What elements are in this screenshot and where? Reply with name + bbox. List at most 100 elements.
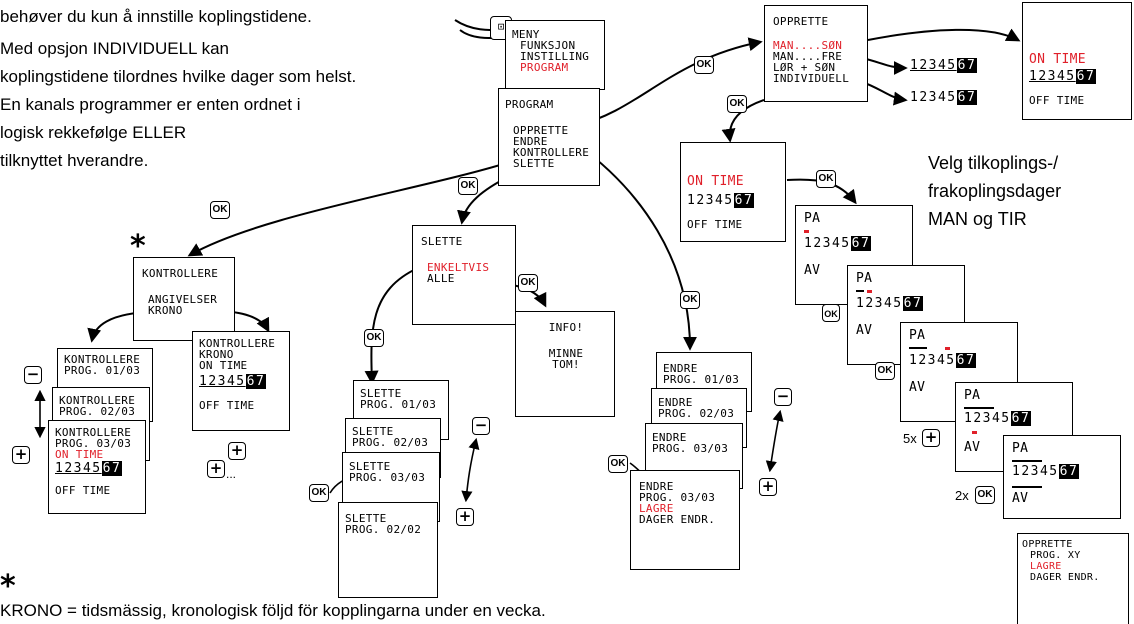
- krono-days: 1234567: [199, 374, 267, 389]
- krono-digits: 12345: [199, 374, 246, 389]
- menu-item-instilling[interactable]: INSTILLING: [520, 50, 590, 63]
- opprette-opt-man-fre[interactable]: MAN....FRE: [773, 50, 843, 63]
- arrow-to-endre: [577, 144, 697, 351]
- plus-button-krono-1[interactable]: +: [228, 442, 246, 460]
- ok-button-enkeltvis[interactable]: OK: [364, 329, 384, 347]
- ok-button-pa-3[interactable]: OK: [875, 362, 895, 380]
- pa-card-1-digits: 12345: [804, 236, 851, 251]
- ok-button-opprette[interactable]: OK: [694, 56, 714, 74]
- program-item-slette[interactable]: SLETTE: [513, 157, 555, 170]
- endre-card-4-dager[interactable]: DAGER ENDR.: [639, 513, 716, 526]
- opprette-opt-man-son[interactable]: MAN....SØN: [773, 39, 843, 52]
- week-b-digits: 12345: [910, 90, 957, 105]
- pa-card-1: PA 1234567 AV: [795, 205, 913, 305]
- plus-button-pa[interactable]: OK: [822, 304, 840, 322]
- krono-plus-dots: ...: [226, 467, 237, 481]
- intro-line-2: Med opsjon INDIVIDUELL kan: [0, 39, 229, 58]
- endre-card-4-lagre[interactable]: LAGRE: [639, 502, 674, 515]
- slette-card-4-prog: PROG. 02/02: [345, 523, 422, 536]
- arrow-to-slette-stack: [364, 267, 419, 385]
- pa-card-3-digits: 12345: [909, 353, 956, 368]
- kontr-card-3-digits: 12345: [55, 461, 102, 476]
- opprette-opt-individuell[interactable]: INDIVIDUELL: [773, 72, 850, 85]
- ok-button-slette[interactable]: OK: [458, 177, 478, 195]
- endre-card-1-title: ENDRE: [663, 362, 698, 375]
- info-line-3: TOM!: [552, 358, 580, 371]
- opprette-screen: OPPRETTE MAN....SØN MAN....FRE LØR + SØN…: [764, 5, 868, 102]
- intro-line-3: koplingstidene tilordnes hvilke dager so…: [0, 67, 357, 86]
- ok-button-2x[interactable]: OK: [975, 486, 995, 504]
- ok-button-endre-stack[interactable]: OK: [608, 455, 628, 473]
- program-item-opprette[interactable]: OPPRETTE: [513, 124, 569, 137]
- menu-item-funksjon[interactable]: FUNKSJON: [520, 39, 576, 52]
- plus-button-kontr[interactable]: +: [12, 446, 30, 464]
- ontime-top-off: OFF TIME: [1029, 94, 1085, 107]
- pa-card-3-pa: PA: [909, 328, 926, 343]
- week-a-digits: 12345: [910, 58, 957, 73]
- kontr-card-1-prog: PROG. 01/03: [64, 364, 141, 377]
- minus-button-kontr[interactable]: −: [24, 366, 42, 384]
- week-days-a: 1234567: [910, 58, 978, 73]
- pa-card-4-digits: 12345: [964, 411, 1011, 426]
- opprette-end-dager[interactable]: DAGER ENDR.: [1030, 572, 1100, 583]
- arrow-slette-minus-plus: [461, 437, 480, 503]
- ok-button-individuell[interactable]: OK: [727, 95, 747, 113]
- ontime-left-digits: 12345: [687, 193, 734, 208]
- pa-card-5: PA 1234567 AV: [1003, 435, 1121, 519]
- endre-card-2-title: ENDRE: [658, 396, 693, 409]
- slette-opt-alle[interactable]: ALLE: [427, 272, 455, 285]
- krono-title: KONTROLLERE: [199, 337, 276, 350]
- ok-button-pa[interactable]: OK: [816, 170, 836, 188]
- kontrollere-opt-angivelser[interactable]: ANGIVELSER: [148, 293, 218, 306]
- kontr-card-3-weekend: 67: [101, 461, 123, 476]
- endre-card-4: ENDRE PROG. 03/03 LAGRE DAGER ENDR.: [630, 470, 740, 570]
- kontrollere-title: KONTROLLERE: [142, 267, 219, 280]
- pa-card-1-cursor: [804, 230, 809, 233]
- endre-card-1-prog: PROG. 01/03: [663, 373, 740, 386]
- slette-card-1-title: SLETTE: [360, 387, 402, 400]
- kontr-card-2-prog: PROG. 02/03: [59, 405, 136, 418]
- menu-item-program[interactable]: PROGRAM: [520, 61, 569, 74]
- pa-card-2-cursor: [867, 290, 872, 293]
- arrow-to-week-a: [861, 57, 908, 75]
- plus-button-5x[interactable]: +: [922, 429, 940, 447]
- pa-card-2-digits: 12345: [856, 296, 903, 311]
- plus-button-krono-2[interactable]: +: [207, 460, 225, 478]
- opprette-end-title: OPPRETTE: [1022, 539, 1073, 550]
- slette-title: SLETTE: [421, 235, 463, 248]
- ok-button-kontrollere[interactable]: OK: [210, 201, 230, 219]
- program-item-endre[interactable]: ENDRE: [513, 135, 548, 148]
- ok-button-endre[interactable]: OK: [680, 291, 700, 309]
- kontrollere-opt-krono[interactable]: KRONO: [148, 304, 183, 317]
- kontr-card-3-days: 1234567: [55, 461, 123, 476]
- pa-card-2-days: 1234567: [856, 296, 924, 311]
- endre-card-4-prog: PROG. 03/03: [639, 491, 716, 504]
- plus-button-endre[interactable]: +: [759, 478, 777, 496]
- opprette-end-lagre[interactable]: LAGRE: [1030, 561, 1062, 572]
- program-item-kontrollere[interactable]: KONTROLLERE: [513, 146, 590, 159]
- asterisk-footnote: *: [0, 569, 16, 604]
- opprette-end-screen: OPPRETTE PROG. XY LAGRE DAGER ENDR.: [1017, 533, 1129, 624]
- ontime-left-on: ON TIME: [687, 174, 744, 189]
- ontime-left-weekend: 67: [733, 193, 755, 208]
- menu-screen: MENY FUNKSJON INSTILLING PROGRAM: [505, 20, 605, 90]
- info-line-1: INFO!: [548, 321, 584, 334]
- slette-opt-enkeltvis[interactable]: ENKELTVIS: [427, 261, 490, 274]
- pa-card-1-weekend: 67: [850, 236, 872, 251]
- opprette-opt-lor-son[interactable]: LØR + SØN: [773, 61, 836, 74]
- plus-button-slette[interactable]: +: [456, 508, 474, 526]
- ok-button-slette-stack[interactable]: OK: [309, 484, 329, 502]
- pa-card-5-av-underline: [1012, 486, 1042, 488]
- minus-button-endre[interactable]: −: [774, 388, 792, 406]
- pa-card-3-days: 1234567: [909, 353, 977, 368]
- krono-off: OFF TIME: [199, 399, 255, 412]
- week-b-weekend: 67: [956, 90, 978, 105]
- pa-ok-label: OK: [824, 309, 838, 319]
- krono-on: ON TIME: [199, 359, 248, 372]
- ok-button-alle[interactable]: OK: [518, 274, 538, 292]
- pa-card-3-av: AV: [909, 380, 926, 395]
- pa-card-2-av: AV: [856, 323, 873, 338]
- endre-card-3-prog: PROG. 03/03: [652, 442, 729, 455]
- minus-button-slette[interactable]: −: [472, 417, 490, 435]
